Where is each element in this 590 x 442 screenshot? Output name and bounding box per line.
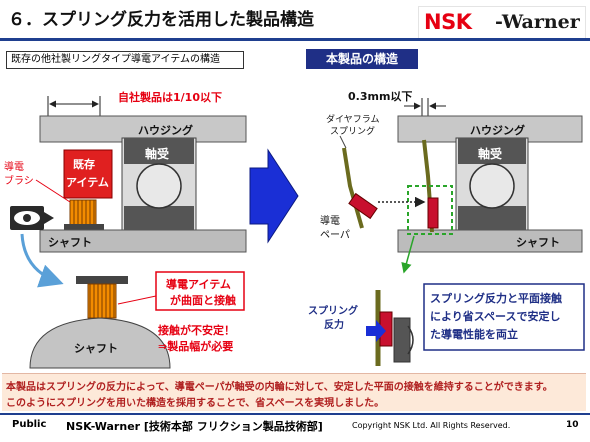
left-bearing-inner-ring	[124, 206, 194, 230]
existing-item-label-line2: アイテム	[66, 176, 109, 189]
diaphragm-label-line1: ダイヤフラム	[326, 113, 379, 125]
unstable-contact-line1: 接触が不安定！	[158, 323, 235, 337]
footer-classification: Public	[12, 419, 47, 430]
diaphragm-leader	[339, 135, 347, 149]
spring-force-arrow	[376, 320, 386, 342]
detail-item-base	[76, 276, 128, 284]
benefit-callout	[423, 283, 585, 351]
curve-contact-line2: が曲面と接触	[170, 293, 236, 307]
title-rule	[0, 38, 590, 41]
detail-highlight-box	[407, 185, 453, 235]
right-shaft	[397, 229, 583, 253]
benefit-callout-line2: により省スペースで安定し	[430, 309, 560, 323]
summary-line1: 本製品はスプリングの反力によって、導電ペーパが軸受の内輪に対して、安定した平面の…	[6, 382, 553, 393]
left-housing-label: ハウジング	[138, 123, 193, 137]
left-shaft-label: シャフト	[48, 236, 92, 249]
left-brush-base	[64, 224, 104, 230]
right-bearing-inner-ring	[458, 206, 526, 230]
left-dimension-label: 自社製品は1/10以下	[118, 90, 222, 104]
detail-shaft	[29, 317, 171, 369]
right-housing-label: ハウジング	[470, 123, 525, 137]
left-bearing-label: 軸受	[145, 146, 169, 161]
detail-zoom-arrow	[401, 235, 415, 274]
right-dimension-label: 0.3mm以下	[348, 90, 412, 103]
existing-item-label-line1: 既存	[73, 157, 95, 171]
product-structure-diagram: 0.3mm以下 ハウジング 軸受 シャフト ダイヤフラム スプリング 導電 ペー…	[308, 90, 585, 366]
brush-label-line1: 導電	[4, 160, 24, 173]
right-bearing-outer-ring	[458, 138, 526, 164]
eye-icon	[10, 206, 54, 230]
transition-arrow	[249, 148, 299, 244]
slide-title: ６．スプリング反力を活用した製品構造	[8, 10, 314, 30]
standalone-conductive-paper	[348, 192, 378, 220]
spring-force-label-line2: 反力	[324, 318, 344, 331]
logo-warner-text: -Warner	[495, 11, 580, 33]
spring-force-label-line1: スプリング	[308, 304, 358, 317]
assembly-conductive-paper	[427, 197, 439, 229]
conductive-paper-label-line1: 導電	[320, 214, 340, 227]
existing-structure-diagram: 自社製品は1/10以下 ハウジング 軸受 既存 アイテム シャフト 導電 ブラシ	[4, 90, 247, 369]
footer-copyright: Copyright NSK Ltd. All Rights Reserved.	[352, 421, 511, 430]
footer-page-number: 10	[566, 420, 579, 430]
left-bearing-ball	[136, 163, 182, 209]
benefit-callout-line1: スプリング反力と平面接触	[430, 291, 562, 305]
existing-item	[63, 149, 113, 199]
summary-line2: このようにスプリングを用いた構造を採用することで、省スペースを実現しました。	[6, 398, 385, 409]
right-bearing-label: 軸受	[478, 146, 502, 161]
detail-brush	[87, 283, 117, 319]
product-structure-header: 本製品の構造	[306, 49, 418, 69]
existing-structure-header: 既存の他社製リングタイプ導電アイテムの構造	[6, 51, 244, 69]
left-shaft	[39, 229, 247, 253]
curve-contact-line1: 導電アイテム	[166, 277, 231, 291]
benefit-callout-line3: た導電性能を両立	[430, 327, 518, 341]
unstable-contact-line2: ⇒製品幅が必要	[158, 339, 233, 353]
brush-leader-line	[35, 179, 71, 203]
right-bearing-ball	[469, 163, 515, 209]
footer-rule	[0, 413, 590, 415]
view-arrow	[20, 233, 64, 288]
summary-box: 本製品はスプリングの反力によって、導電ペーパが軸受の内輪に対して、安定した平面の…	[2, 373, 586, 411]
footer-company: NSK-Warner [技術本部 フリクション製品技術部]	[66, 420, 323, 433]
curve-contact-callout	[155, 271, 245, 311]
spring-force-arrow-shaft	[366, 326, 378, 336]
conductive-paper-label-line2: ペーパ	[320, 229, 350, 241]
curve-contact-leader	[117, 295, 157, 305]
zoom-inner-ring	[393, 317, 411, 363]
zoom-ball-arc	[407, 325, 414, 355]
detail-shaft-label: シャフト	[74, 342, 118, 355]
diaphragm-label-line2: スプリング	[330, 125, 375, 137]
right-shaft-label: シャフト	[516, 236, 560, 249]
left-bearing-outer-ring	[124, 138, 194, 164]
brush-label-line2: ブラシ	[4, 174, 34, 187]
standalone-diaphragm-spring	[342, 147, 364, 229]
logo-nsk-text: NSK	[424, 10, 472, 34]
